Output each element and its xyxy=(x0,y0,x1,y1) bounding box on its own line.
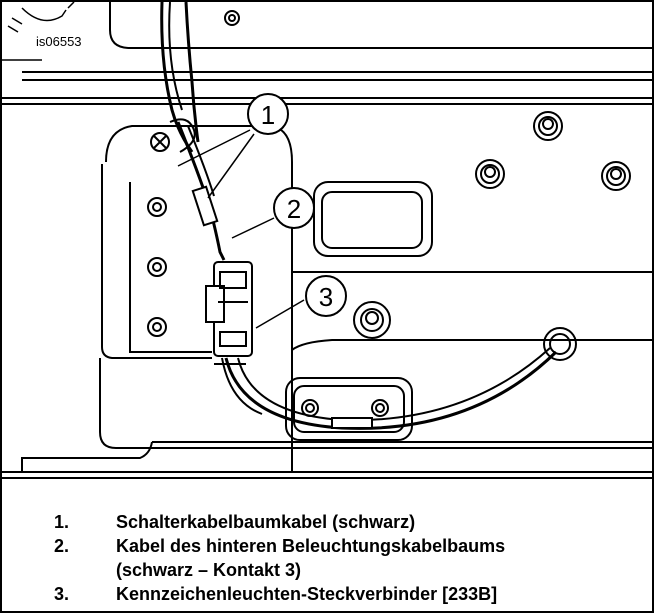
legend-continuation-text: (schwarz – Kontakt 3) xyxy=(116,560,302,580)
callout-2: 2 xyxy=(273,187,315,229)
svg-text:2: 2 xyxy=(287,194,301,224)
legend-item: 2. Kabel des hinteren Beleuchtungskabelb… xyxy=(2,536,654,560)
legend-number: 2. xyxy=(54,536,70,556)
legend-text: Schalterkabelbaumkabel (schwarz) xyxy=(116,512,416,532)
legend-number: 3. xyxy=(54,584,70,604)
legend-text: Kennzeichenleuchten-Steckverbinder [233B… xyxy=(116,584,498,604)
top-bolt xyxy=(224,10,240,26)
legend-item: 1. Schalterkabelbaumkabel (schwarz) xyxy=(2,512,654,536)
legend-text: Kabel des hinteren Beleuchtungskabelbaum… xyxy=(116,536,506,556)
svg-text:1: 1 xyxy=(261,100,275,130)
connector-233b xyxy=(205,261,253,365)
grommet xyxy=(543,327,577,361)
lower-slot xyxy=(285,377,413,441)
leader-1 xyxy=(177,129,255,199)
top-panel-outline xyxy=(109,2,652,49)
bracket-hole xyxy=(147,257,167,277)
upper-slot xyxy=(313,181,433,257)
inline-connector xyxy=(191,185,219,227)
legend-number: 1. xyxy=(54,512,70,532)
technical-illustration: 1 2 3 is06553 xyxy=(2,2,652,479)
stud-group xyxy=(353,111,631,339)
bracket-hole xyxy=(147,197,167,217)
image-id-label: is06553 xyxy=(36,34,82,49)
legend-item: 3. Kennzeichenleuchten-Steckverbinder [2… xyxy=(2,584,654,608)
callout-1: 1 xyxy=(247,93,289,135)
bracket-hole xyxy=(147,317,167,337)
leader-2 xyxy=(231,217,275,239)
leader-3 xyxy=(255,299,305,329)
legend-item-continuation: (schwarz – Kontakt 3) xyxy=(2,560,654,584)
callout-3: 3 xyxy=(305,275,347,317)
connector-wire xyxy=(224,350,558,430)
svg-text:3: 3 xyxy=(319,282,333,312)
